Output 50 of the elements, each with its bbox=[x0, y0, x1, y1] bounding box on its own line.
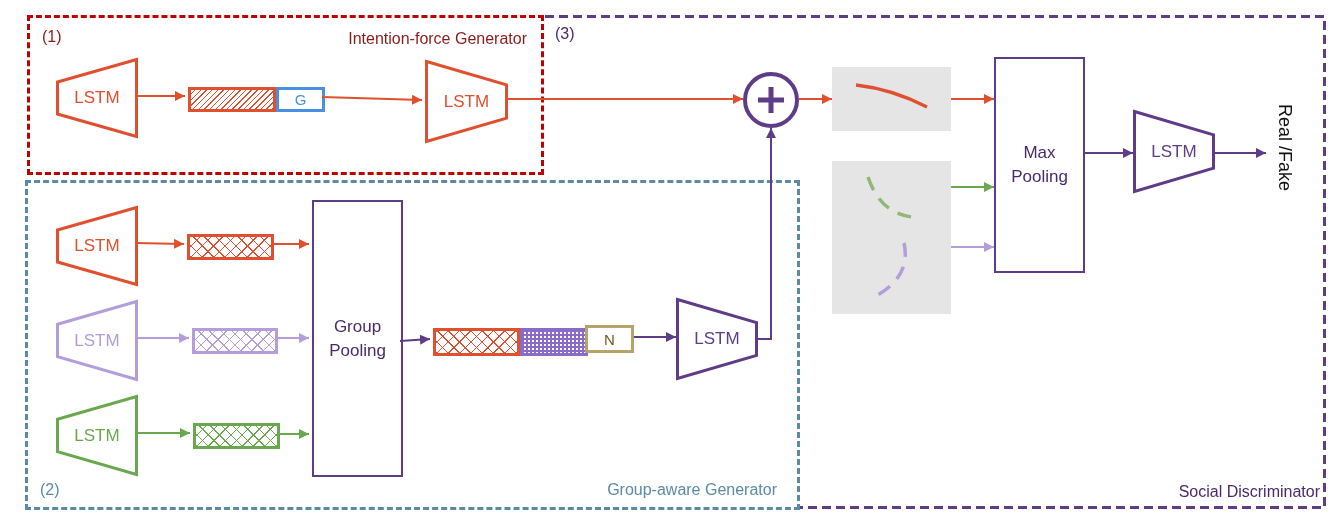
dashed-group-frame bbox=[25, 180, 800, 510]
arrow bbox=[399, 334, 431, 345]
lstm-trapezoid bbox=[425, 60, 508, 143]
group-title: Social Discriminator bbox=[1178, 483, 1320, 501]
pooling-box bbox=[994, 57, 1085, 273]
hatched-vector-bar bbox=[187, 234, 274, 260]
lstm-trapezoid bbox=[676, 298, 758, 380]
node-label: Max Pooling bbox=[1010, 142, 1069, 188]
group-title: Group-aware Generator bbox=[607, 481, 777, 499]
arrow bbox=[798, 94, 833, 104]
node-label: G bbox=[294, 91, 307, 108]
trajectory-drawing bbox=[832, 161, 951, 314]
node-label: LSTM bbox=[1151, 141, 1197, 162]
arrow bbox=[950, 182, 995, 192]
vector-box bbox=[585, 325, 634, 353]
vector-box bbox=[276, 87, 325, 112]
node-label: N bbox=[604, 330, 615, 348]
lstm-trapezoid bbox=[56, 206, 138, 286]
output-label: Real /Fake bbox=[1266, 104, 1302, 222]
hatched-vector-bar bbox=[433, 328, 520, 356]
arrow bbox=[950, 242, 995, 252]
lstm-trapezoid bbox=[56, 300, 138, 381]
hatched-vector-bar bbox=[193, 423, 280, 449]
group-number: (3) bbox=[555, 25, 575, 43]
hatched-vector-bar bbox=[192, 328, 278, 354]
node-label: LSTM bbox=[694, 329, 740, 349]
lstm-trapezoid bbox=[56, 58, 138, 138]
group-number: (1) bbox=[42, 28, 62, 46]
group-title: Intention-force Generator bbox=[348, 30, 527, 48]
arrow bbox=[633, 332, 677, 342]
sum-circle bbox=[743, 72, 799, 128]
arrow bbox=[950, 94, 995, 104]
node-label: LSTM bbox=[443, 91, 490, 112]
hatched-vector-bar bbox=[520, 328, 588, 356]
arrow bbox=[757, 127, 776, 340]
node-label: Group Pooling bbox=[328, 315, 387, 362]
node-label: LSTM bbox=[74, 330, 120, 351]
pooling-box bbox=[312, 200, 403, 477]
trajectory-drawing bbox=[832, 67, 951, 131]
node-label: LSTM bbox=[74, 425, 120, 446]
group-number: (2) bbox=[40, 481, 60, 499]
lstm-trapezoid bbox=[56, 395, 138, 476]
dashed-group-frame bbox=[27, 15, 544, 175]
arrow bbox=[1214, 148, 1267, 158]
arrow bbox=[321, 94, 423, 105]
node-label: LSTM bbox=[74, 88, 120, 108]
arrow bbox=[1084, 148, 1134, 158]
node-label: LSTM bbox=[74, 236, 120, 256]
hatched-vector-bar bbox=[188, 87, 276, 112]
lstm-trapezoid bbox=[1133, 110, 1215, 193]
